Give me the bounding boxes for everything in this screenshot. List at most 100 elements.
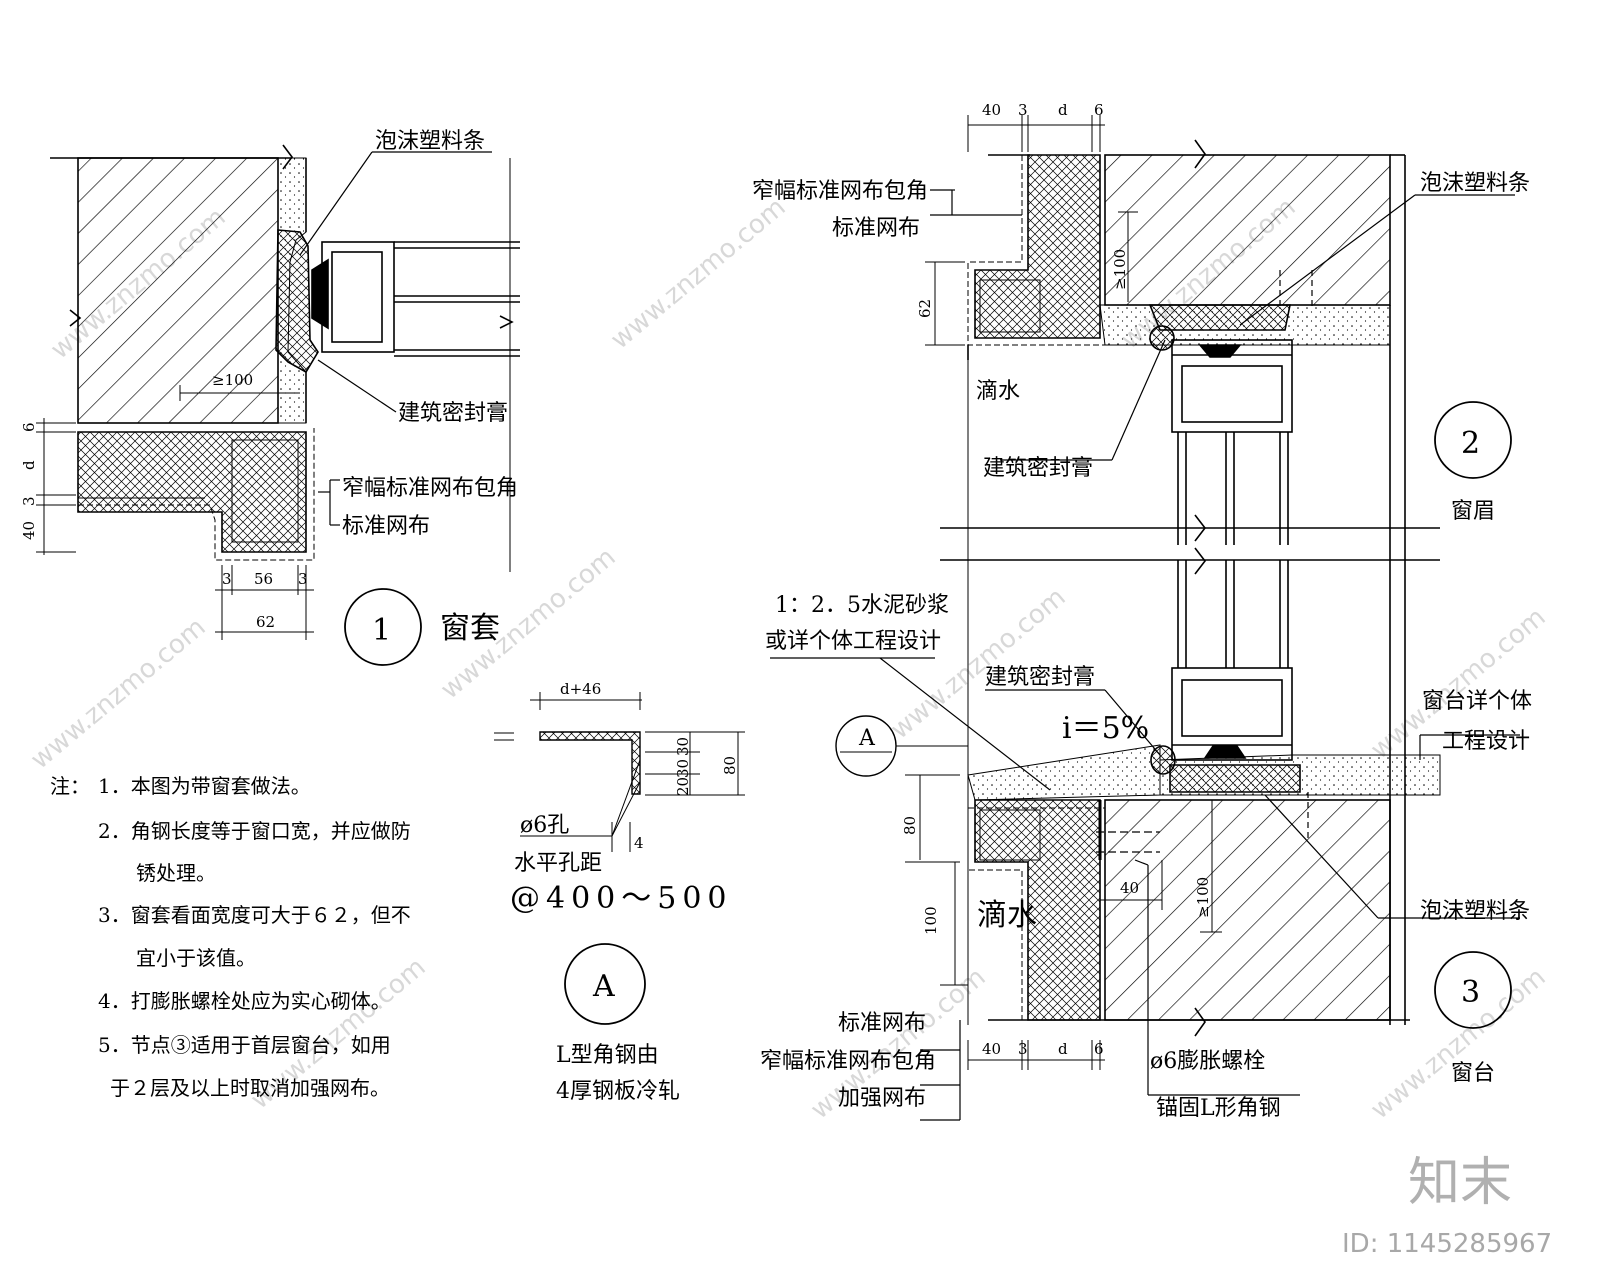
note-3: 3．窗套看面宽度可大于６２，但不 (98, 903, 411, 927)
dim-min100: ≥100 (1194, 877, 1212, 918)
dim-left-vertical (36, 418, 76, 555)
label-narrow-mesh: 窄幅标准网布包角 (752, 179, 928, 204)
dim-top (925, 115, 1138, 346)
window-frame (1171, 560, 1293, 761)
detail-2-title: 窗眉 (1451, 499, 1495, 524)
label-foam-strip: 泡沫塑料条 (1420, 899, 1530, 924)
dim-b40: 40 (982, 1040, 1001, 1058)
label-std-mesh: 标准网布 (838, 1011, 926, 1036)
detail-a-circle (564, 943, 646, 1025)
label-drip: 滴水 (977, 898, 1037, 933)
note-2: 2．角钢长度等于窗口宽，并应做防 (98, 819, 411, 843)
leaders (770, 657, 1520, 1121)
dim-62: 62 (256, 613, 275, 631)
dim-100: 100 (922, 906, 940, 935)
section-ref-letter: A (858, 726, 876, 751)
detail-a-title-2: 4厚钢板冷轧 (556, 1079, 680, 1104)
label-foam-strip: 泡沫塑料条 (1420, 171, 1530, 196)
dim-d: d (20, 460, 38, 470)
brand-block: 知末 ID: 1145285967 (1342, 1153, 1552, 1259)
detail-a-angle (494, 692, 745, 1025)
dim-3b: 3 (298, 570, 308, 588)
dim-4: 4 (634, 834, 644, 852)
label-reinf-mesh: 加强网布 (838, 1086, 926, 1111)
label-anchor: 锚固L形角钢 (1156, 1096, 1281, 1121)
dim-3: 3 (1018, 101, 1028, 119)
dim-40: 40 (982, 101, 1001, 119)
dim-80: 80 (721, 756, 739, 775)
detail-2-circle (1434, 401, 1512, 479)
dim-h40: 40 (1120, 879, 1139, 897)
dim-62: 62 (916, 299, 934, 318)
dim-min100: ≥100 (212, 371, 253, 389)
foam-sealant (1148, 304, 1291, 331)
detail-1-window-surround (36, 144, 520, 666)
dim-30a: 30 (674, 737, 692, 756)
detail-a-number: A (592, 969, 615, 1004)
label-narrow-mesh: 窄幅标准网布包角 (760, 1049, 936, 1074)
dim-min100: ≥100 (1111, 249, 1129, 290)
label-slope: i＝5% (1062, 711, 1149, 746)
label-sealant: 建筑密封膏 (983, 456, 1093, 481)
brand-id: ID: 1145285967 (1342, 1229, 1552, 1259)
insulation-board (974, 154, 1101, 339)
leaders (930, 189, 1515, 461)
watermark-text: www.znzmo.com (605, 192, 791, 355)
leaders (299, 151, 492, 526)
note-5b: 于２层及以上时取消加强网布。 (110, 1076, 390, 1100)
detail-3-window-sill (770, 560, 1520, 1121)
dim-20: 20 (674, 777, 692, 796)
detail-1-texts: 泡沫塑料条 建筑密封膏 窄幅标准网布包角 标准网布 ≥100 6 d 3 40 … (20, 129, 518, 648)
foam-sealant (1169, 764, 1301, 793)
label-mortar-2: 或详个体工程设计 (765, 629, 941, 654)
detail-3-texts: 1：2．5水泥砂浆 或详个体工程设计 建筑密封膏 i＝5% 窗台详个体 工程设计… (760, 593, 1532, 1121)
brand-logo: 知末 (1408, 1153, 1512, 1213)
label-hole: ø6孔 (520, 813, 569, 838)
note-1: 1．本图为带窗套做法。 (98, 774, 311, 798)
dim-b6: 6 (1094, 1040, 1104, 1058)
masonry-wall (77, 157, 279, 424)
insulation-board (77, 431, 307, 553)
detail-1-number: 1 (372, 613, 391, 648)
masonry-wall (1104, 799, 1391, 1021)
label-sealant: 建筑密封膏 (398, 401, 508, 426)
label-bolt: ø6膨胀螺栓 (1150, 1049, 1265, 1074)
label-spacing-value: @400～500 (510, 881, 733, 916)
window-frame (311, 241, 520, 357)
label-std-mesh: 标准网布 (832, 216, 920, 241)
dims (905, 774, 1222, 1070)
notes-prefix: 注： (50, 774, 90, 798)
detail-1-circle (344, 588, 422, 666)
dim-bd: d (1058, 1040, 1068, 1058)
dim-d46: d+46 (560, 680, 601, 698)
watermark-text: www.znzmo.com (25, 612, 211, 775)
dim-d: d (1058, 101, 1068, 119)
detail-2-number: 2 (1461, 426, 1480, 461)
label-mortar-1: 1：2．5水泥砂浆 (775, 593, 949, 618)
dim-3: 3 (20, 496, 38, 506)
mortar-slope (967, 744, 1161, 801)
note-4: 4．打膨胀螺栓处应为实心砌体。 (98, 989, 391, 1013)
note-3b: 宜小于该值。 (136, 946, 256, 970)
label-narrow-mesh: 窄幅标准网布包角 (342, 476, 518, 501)
detail-1-title: 窗套 (440, 611, 500, 646)
label-spacing: 水平孔距 (514, 851, 602, 876)
dim-6: 6 (20, 422, 38, 432)
window-frame (1171, 339, 1293, 545)
dim-80: 80 (901, 816, 919, 835)
dim-b3: 3 (1018, 1040, 1028, 1058)
label-sill-2: 工程设计 (1442, 729, 1530, 754)
label-sill-1: 窗台详个体 (1422, 689, 1532, 714)
dim-56: 56 (254, 570, 273, 588)
note-2b: 锈处理。 (136, 861, 216, 885)
label-foam-strip: 泡沫塑料条 (375, 129, 485, 154)
masonry-wall (1104, 154, 1391, 306)
dim-bottom (179, 385, 314, 640)
foam-sealant (275, 229, 319, 374)
detail-3-number: 3 (1461, 975, 1480, 1010)
detail-3-circle (1434, 951, 1512, 1029)
detail-3-title: 窗台 (1451, 1061, 1495, 1086)
notes: 注： 1．本图为带窗套做法。 2．角钢长度等于窗口宽，并应做防 锈处理。 3．窗… (50, 774, 411, 1100)
angle-profile (539, 731, 641, 795)
